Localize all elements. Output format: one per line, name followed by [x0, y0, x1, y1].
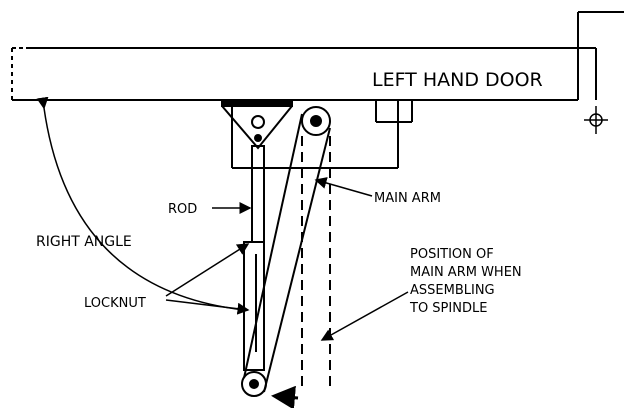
position-label-line4: TO SPINDLE: [409, 301, 487, 316]
position-label-line2: MAIN ARM WHEN: [410, 265, 522, 280]
main-arm-label: MAIN ARM: [374, 191, 441, 206]
main-arm: [241, 106, 331, 397]
door-frame: [577, 11, 624, 100]
right-angle-arc: [36, 96, 245, 311]
motion-arrow: [271, 385, 299, 408]
closer-body: [231, 100, 413, 169]
leader-lines: [165, 177, 409, 341]
door-body: [11, 47, 579, 101]
mounting-bracket: [221, 99, 293, 150]
position-label-line3: ASSEMBLING: [410, 283, 495, 298]
position-label-line1: POSITION OF: [410, 247, 494, 262]
locknut-label: LOCKNUT: [84, 296, 146, 311]
right-angle-label: RIGHT ANGLE: [36, 234, 132, 250]
pivot-icon: [584, 106, 608, 134]
main-arm-alt-position: [301, 136, 331, 392]
door-label: LEFT HAND DOOR: [372, 69, 543, 91]
rod-label: ROD: [168, 202, 197, 217]
